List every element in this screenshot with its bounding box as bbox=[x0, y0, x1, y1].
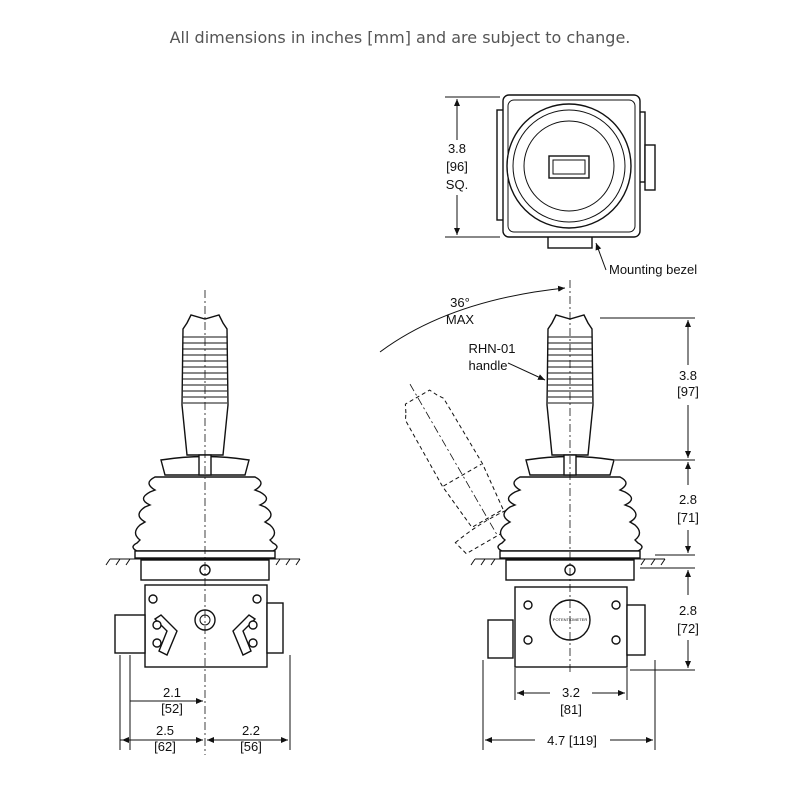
body-width-in: 3.2 bbox=[562, 685, 580, 700]
body-height-in: 2.8 bbox=[679, 603, 697, 618]
body-height-mm: [72] bbox=[677, 621, 699, 636]
dim-b-mm: [62] bbox=[154, 739, 176, 754]
dim-b-in: 2.5 bbox=[156, 723, 174, 738]
front-view: POTENTIOMETER 36° MAX RHN-01 handle 3.8 … bbox=[379, 280, 699, 750]
angle-note: MAX bbox=[446, 312, 475, 327]
overall-width: 4.7 [119] bbox=[547, 733, 597, 748]
dim-a-in: 2.1 bbox=[163, 685, 181, 700]
boot-height-mm: [71] bbox=[677, 510, 699, 525]
angle-value: 36° bbox=[450, 295, 470, 310]
boot-height-in: 2.8 bbox=[679, 492, 697, 507]
dim-c-in: 2.2 bbox=[242, 723, 260, 738]
handle-word-label: handle bbox=[468, 358, 507, 373]
dim-a-mm: [52] bbox=[161, 701, 183, 716]
body-width-mm: [81] bbox=[560, 702, 582, 717]
page-title: All dimensions in inches [mm] and are su… bbox=[169, 28, 631, 47]
top-dim-mm: [96] bbox=[446, 159, 468, 174]
handle-height-mm: [97] bbox=[677, 384, 699, 399]
handle-height-in: 3.8 bbox=[679, 368, 697, 383]
top-dim-note: SQ. bbox=[446, 177, 468, 192]
top-view: 3.8 [96] SQ. Mounting bezel bbox=[445, 94, 697, 277]
top-dim-in: 3.8 bbox=[448, 141, 466, 156]
mounting-bezel-label: Mounting bezel bbox=[609, 262, 697, 277]
side-view: 2.1 [52] 2.5 [62] 2.2 [56] bbox=[105, 290, 301, 755]
handle-model-label: RHN-01 bbox=[469, 341, 516, 356]
dim-c-mm: [56] bbox=[240, 739, 262, 754]
